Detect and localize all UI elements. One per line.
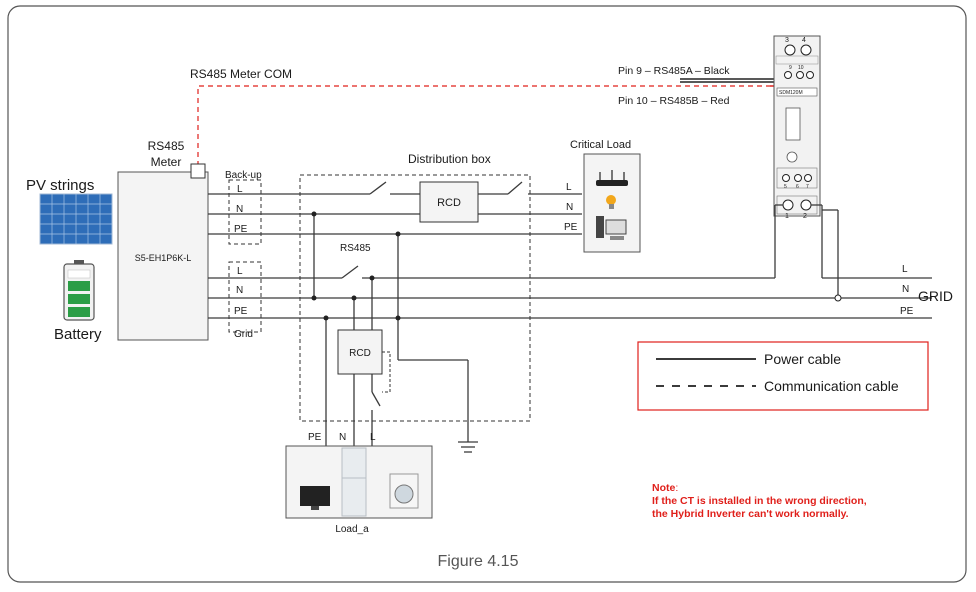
critical-load-box [583,153,641,253]
rs485-comm-line [197,85,770,166]
grid-n-tap-point [834,294,842,302]
grid-line-PE: PE [900,306,914,317]
critical-PE: PE [564,222,578,233]
grid-L: L [237,266,243,277]
grid-line-L: L [902,264,908,275]
pin9-label: Pin 9 – RS485A – Black [618,65,730,77]
distribution-box-label: Distribution box [408,152,491,166]
rs485-meter-label-1: RS485 [148,139,185,153]
inverter: S5-EH1P6K-L [117,163,209,341]
computer-icon [596,216,627,240]
meter-term-2: 2 [803,213,807,220]
energy-meter: 3 4 9 10 SDM120M 5 6 7 1 2 [773,35,821,220]
grid-port-label: Grid [234,329,253,340]
battery-label: Battery [54,326,102,343]
meter-model: SDM120M [779,90,803,96]
pin10-label: Pin 10 – RS485B – Red [618,95,730,107]
load-pe-label: PE [308,432,322,443]
grid-PE: PE [234,306,248,317]
tv-icon [300,486,330,510]
load-a-label: Load_a [335,524,369,535]
grid-label: GRID [918,288,953,304]
rcd-load [337,329,383,375]
load-n-label: N [339,432,346,443]
legend-power-label: Power cable [764,351,841,367]
backup-PE: PE [234,224,248,235]
figure-caption: Figure 4.15 [438,553,519,570]
meter-term-5: 5 [784,184,787,190]
rs485-label: RS485 [340,243,371,254]
backup-N: N [236,204,243,215]
note-title: Note: [652,482,678,494]
grid-N: N [236,285,243,296]
distribution-box [299,174,531,422]
meter-term-9: 9 [789,65,792,71]
power-wiring [208,181,932,453]
rcd-backup [419,181,479,223]
critical-load-label: Critical Load [570,139,631,151]
load-l-label: L [370,432,376,443]
meter-term-6: 6 [796,184,799,190]
meter-term-3: 3 [785,37,789,44]
outer-frame [7,5,967,583]
junction-dots [311,211,401,321]
rcd-test-link [382,351,391,393]
backup-label: Back-up [225,170,262,181]
battery-icon [63,260,95,321]
fridge-icon [341,447,367,517]
note-line-1: If the CT is installed in the wrong dire… [652,495,867,507]
router-icon [596,170,628,186]
rcd-backup-label: RCD [437,197,461,209]
backup-port-box [228,179,262,245]
meter-term-7: 7 [806,184,809,190]
load-a-box [285,445,433,519]
meter-term-4: 4 [802,37,806,44]
rs485-meter-com-label: RS485 Meter COM [190,67,292,81]
legend-comm-label: Communication cable [764,378,899,394]
rcd-load-label: RCD [349,348,371,359]
pv-panel-icon [39,193,113,245]
rs485-meter-label-2: Meter [151,155,182,169]
critical-N: N [566,202,573,213]
backup-L: L [237,184,243,195]
lamp-icon [606,195,616,209]
pv-strings-label: PV strings [26,177,94,194]
meter-term-10: 10 [798,65,804,71]
inverter-model-label: S5-EH1P6K-L [135,253,192,263]
grid-port-box [228,261,262,333]
meter-term-1: 1 [785,213,789,220]
rs485-meter-port [190,163,206,179]
washing-machine-icon [389,473,419,509]
legend: Power cable Communication cable [637,341,929,411]
grid-line-N: N [902,284,909,295]
note-line-2: the Hybrid Inverter can't work normally. [652,508,849,520]
critical-L: L [566,182,572,193]
